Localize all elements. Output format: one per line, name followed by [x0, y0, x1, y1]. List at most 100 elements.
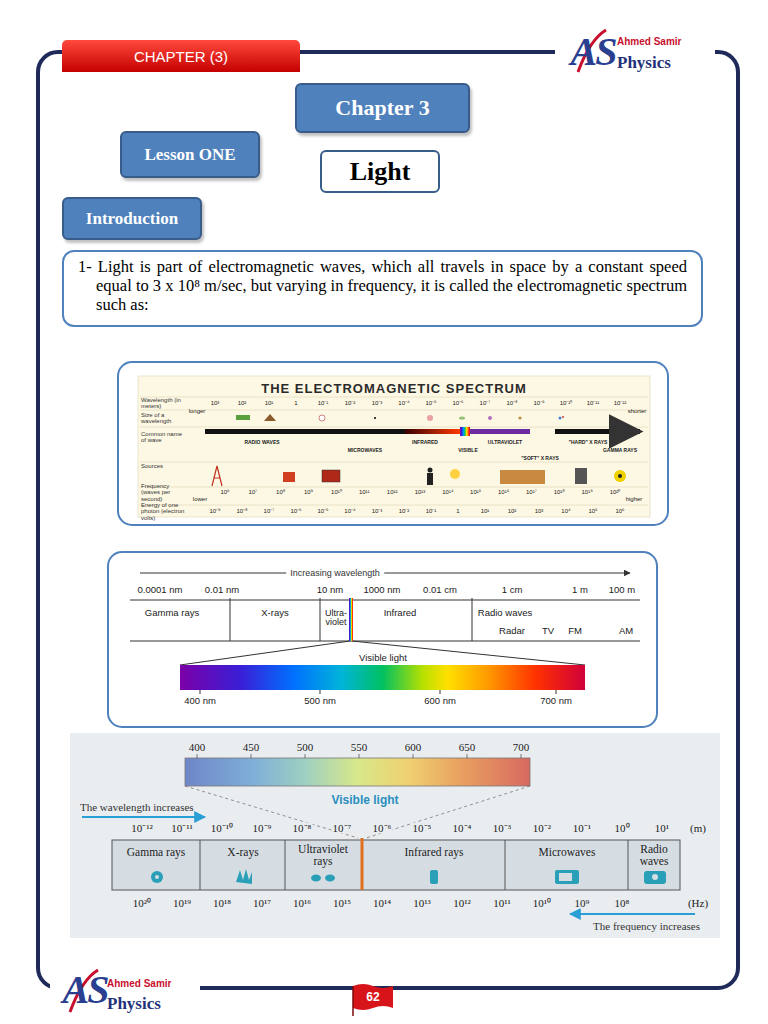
page-frame: [38, 26, 738, 1020]
frequency-value: 10¹⁷: [526, 489, 537, 495]
wavelength-value: 10⁻¹⁰: [560, 400, 573, 406]
spectrum-poster-part: [319, 415, 325, 421]
poster-row-name: Wavelength (in meters): [141, 397, 185, 410]
spectrum-band-figure-part-part: [305, 754, 306, 758]
energy-value: 10⁻²: [399, 508, 410, 514]
frequency-power: 10¹⁷: [252, 898, 272, 909]
box-text: 1- Light is part of electromagnetic wave…: [96, 258, 687, 315]
wavelength-scale-figure-part: [140, 573, 630, 574]
spectrum-poster-part: [575, 468, 587, 484]
spectrum-band-figure-part-part: [628, 840, 629, 890]
frequency-value: 10¹⁹: [582, 489, 593, 495]
band-name: Gamma rays: [145, 608, 199, 618]
frequency-power: 10¹⁹: [172, 898, 192, 909]
poster-title: THE ELECTROMAGNETIC SPECTRUM: [261, 382, 527, 395]
unit: (m): [689, 823, 707, 834]
spectrum-poster-part: [459, 416, 465, 419]
page-number-flag-part: [352, 986, 354, 1016]
energy-value: 10²: [508, 508, 517, 514]
energy-value: 10⁻⁶: [290, 508, 301, 514]
wavelength-value: 400 nm: [184, 696, 216, 706]
frequency-value: 10⁹: [304, 489, 313, 495]
frequency-value: 10²⁰: [610, 489, 621, 495]
spectrum-band-figure-part-part: [430, 870, 438, 884]
energy-value: 10⁻⁸: [236, 508, 247, 514]
page-frame-part: [555, 26, 715, 78]
frequency-power: 10¹³: [412, 898, 432, 909]
wavelength-value: 10¹: [265, 400, 274, 406]
wavelength-value: 600 nm: [424, 696, 456, 706]
logo-subject: Physics: [617, 54, 671, 71]
wavelength-power: 10¹: [654, 823, 670, 834]
wavelength-nm: 400: [189, 742, 206, 753]
spectrum-poster-part-part: [140, 505, 648, 506]
energy-value: 10⁻⁷: [264, 508, 275, 514]
wavelength-scale-figure-part: [200, 690, 556, 694]
title-box: Light: [320, 150, 440, 193]
frequency-power: 10⁸: [614, 898, 631, 909]
frequency-value: 10¹³: [415, 489, 426, 495]
band-name: Ultra- violet: [320, 609, 352, 627]
wavelength-value: 1 m: [572, 585, 588, 595]
wavelength-scale-figure-part-part: [440, 690, 441, 694]
frequency-value: 10¹¹: [359, 489, 370, 495]
energy-value: 10³: [535, 508, 544, 514]
wavelength-scale-figure-part: [130, 598, 640, 665]
spectrum-band-figure-part-part: [467, 754, 468, 758]
spectrum-band-figure-part-part: [555, 870, 579, 884]
band-name: Microwaves: [539, 847, 596, 859]
spectrum-poster-part: [500, 470, 545, 484]
poster-row-name: Frequency (waves per second): [141, 483, 185, 502]
axis-note: The wavelength increases: [80, 802, 194, 813]
text-box: 1- Light is part of electromagnetic wave…: [62, 250, 703, 327]
wavelength-scale-figure-part-part: [556, 690, 557, 694]
wavelength-power: 10⁻¹¹: [170, 823, 194, 834]
poster-row-name: Size of a wavelength: [141, 412, 185, 425]
wavelength-power: 10⁻⁸: [292, 823, 313, 834]
spectrum-poster-part: [212, 466, 222, 486]
frequency-value: 10¹⁴: [442, 489, 453, 495]
band-name: Radio waves: [478, 608, 532, 618]
spectrum-poster-part: [118, 362, 668, 525]
spectrum-poster-part: [427, 473, 433, 485]
wavelength-nm: 700: [513, 742, 530, 753]
section-heading-box: Introduction: [62, 197, 202, 240]
box-text: Chapter 3: [335, 95, 429, 121]
spectrum-poster-part: [460, 427, 470, 436]
spectrum-poster-part: [559, 417, 562, 420]
wave-name: INFRARED: [412, 440, 438, 445]
frequency-value: 10¹⁶: [498, 489, 509, 495]
frequency-power: 10¹²: [452, 898, 472, 909]
spectrum-band-figure-part: [185, 758, 530, 786]
energy-value: 10⁴: [561, 508, 570, 514]
box-text: CHAPTER (3): [134, 48, 228, 65]
frequency-power: 10¹⁶: [292, 898, 312, 909]
spectrum-poster-part-part: [140, 397, 648, 398]
spectrum-band-figure-part: [70, 733, 720, 938]
frequency-value: 10¹²: [387, 489, 398, 495]
spectrum-band-figure-part-part: [325, 875, 335, 882]
wavelength-value: 0.01 cm: [423, 585, 457, 595]
wavelength-power: 10⁻⁶: [372, 823, 393, 834]
spectrum-band-figure-part: [200, 840, 628, 890]
spectrum-band-figure-part: [361, 838, 364, 890]
wavelength-value: 10⁻¹: [318, 400, 329, 406]
wavelength-scale-figure-part-part: [230, 598, 231, 641]
band-name: Infrared rays: [404, 847, 463, 859]
spectrum-poster-part: [322, 470, 340, 482]
wave-name: RADIO WAVES: [244, 440, 279, 445]
page-frame-part: [50, 962, 200, 1020]
wavelength-value: 10⁻⁶: [452, 400, 463, 406]
spectrum-band-figure-part: [570, 913, 695, 915]
wavelength-value: 10³: [211, 400, 220, 406]
spectrum-band-figure-part: [112, 840, 680, 890]
spectrum-poster-part: [264, 414, 276, 421]
logo-subject: Physics: [107, 995, 161, 1012]
spectrum-poster-part-part: [140, 462, 648, 463]
spectrum-band-figure-part-part: [197, 754, 198, 758]
wavelength-scale-figure-part-part: [180, 641, 350, 665]
frequency-value: 10⁷: [248, 489, 257, 495]
energy-value: 10⁻⁴: [344, 508, 355, 514]
wave-name: "SOFT" X RAYS: [521, 456, 559, 461]
wave-name: VISIBLE: [458, 448, 477, 453]
